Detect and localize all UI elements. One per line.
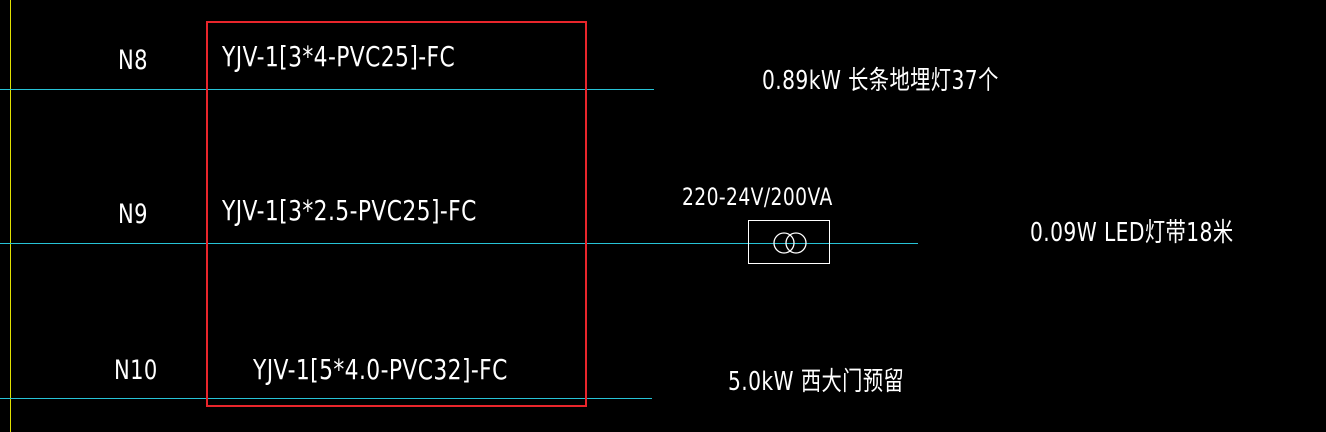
load-description-n10: 5.0kW 西大门预留 [728, 367, 905, 397]
circuit-line-n8 [0, 89, 654, 90]
transformer-icon [748, 220, 830, 264]
selection-rectangle[interactable] [206, 21, 587, 407]
circuit-line-n9 [0, 243, 918, 244]
load-description-n9: 0.09W LED灯带18米 [1030, 218, 1234, 248]
cable-spec-n9: YJV-1[3*2.5-PVC25]-FC [222, 194, 477, 227]
transformer-rating: 220-24V/200VA [682, 183, 833, 211]
circuit-label-n10: N10 [114, 355, 158, 386]
circuit-label-n9: N9 [118, 199, 148, 230]
circuit-label-n8: N8 [118, 45, 148, 76]
cable-spec-n10: YJV-1[5*4.0-PVC32]-FC [253, 353, 508, 386]
load-description-n8: 0.89kW 长条地埋灯37个 [762, 66, 999, 96]
cable-spec-n8: YJV-1[3*4-PVC25]-FC [222, 40, 456, 73]
circuit-line-n10 [0, 398, 652, 399]
frame-border-line [10, 0, 11, 432]
